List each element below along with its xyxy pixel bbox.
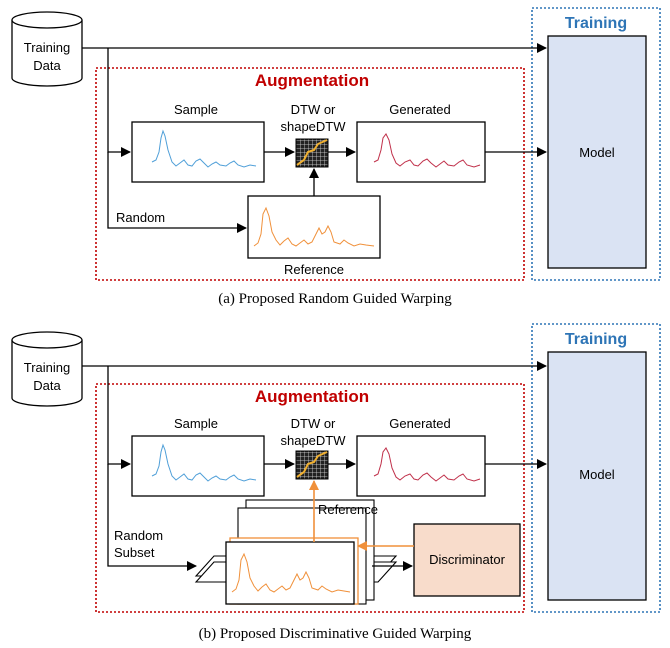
training-title: Training bbox=[565, 331, 627, 348]
reference-signal bbox=[231, 552, 351, 593]
generated-box bbox=[356, 121, 486, 183]
reference-signal bbox=[253, 206, 375, 247]
discriminator-label: Discriminator bbox=[429, 552, 506, 567]
training-region bbox=[531, 7, 661, 281]
sample-label: Sample bbox=[174, 102, 218, 117]
panel-a: Training Data Augmentation Training Mode… bbox=[11, 7, 661, 307]
training-data-label: Training bbox=[24, 40, 70, 55]
model-label: Model bbox=[579, 145, 615, 160]
model-box bbox=[547, 35, 647, 269]
reference-box bbox=[247, 195, 381, 259]
augmentation-region bbox=[95, 383, 525, 613]
augmentation-title: Augmentation bbox=[255, 71, 369, 90]
sample-label: Sample bbox=[174, 416, 218, 431]
model-box bbox=[547, 351, 647, 601]
training-data-cylinder: Training Data bbox=[11, 331, 83, 407]
arrow-random-to-reference bbox=[107, 152, 247, 233]
training-data-label-2: Data bbox=[33, 58, 61, 73]
training-data-cylinder: Training Data bbox=[11, 11, 83, 87]
dtw-grid-icon bbox=[295, 138, 329, 168]
generated-signal bbox=[373, 133, 481, 168]
arrow-random-subset bbox=[107, 464, 197, 571]
training-region bbox=[531, 323, 661, 613]
reference-label: Reference bbox=[318, 502, 378, 517]
dtw-label-2: shapeDTW bbox=[280, 433, 346, 448]
generated-box bbox=[356, 435, 486, 497]
random-subset-label: Random bbox=[114, 528, 163, 543]
model-label: Model bbox=[579, 467, 615, 482]
sample-box bbox=[131, 121, 265, 183]
panel-b: Training Data Augmentation Training Mode… bbox=[11, 323, 661, 642]
reference-label: Reference bbox=[284, 262, 344, 277]
dtw-label: DTW or bbox=[291, 416, 336, 431]
generated-label: Generated bbox=[389, 416, 450, 431]
sample-signal bbox=[151, 443, 257, 482]
training-title: Training bbox=[565, 15, 627, 32]
training-data-label-2: Data bbox=[33, 378, 61, 393]
dtw-label-2: shapeDTW bbox=[280, 119, 346, 134]
augmentation-title: Augmentation bbox=[255, 387, 369, 406]
generated-label: Generated bbox=[389, 102, 450, 117]
generated-signal bbox=[373, 447, 481, 482]
dtw-grid-icon bbox=[295, 450, 329, 480]
caption-a: (a) Proposed Random Guided Warping bbox=[218, 291, 452, 307]
discriminator-box bbox=[413, 523, 521, 597]
training-data-label: Training bbox=[24, 360, 70, 375]
augmentation-region bbox=[95, 67, 525, 281]
caption-b: (b) Proposed Discriminative Guided Warpi… bbox=[199, 626, 472, 642]
reference-stack bbox=[194, 499, 398, 605]
random-label: Random bbox=[116, 210, 165, 225]
dtw-label: DTW or bbox=[291, 102, 336, 117]
arrow-to-sample bbox=[107, 366, 131, 469]
sample-box bbox=[131, 435, 265, 497]
arrow-to-sample bbox=[107, 48, 131, 157]
random-subset-label-2: Subset bbox=[114, 545, 155, 560]
sample-signal bbox=[151, 129, 257, 168]
